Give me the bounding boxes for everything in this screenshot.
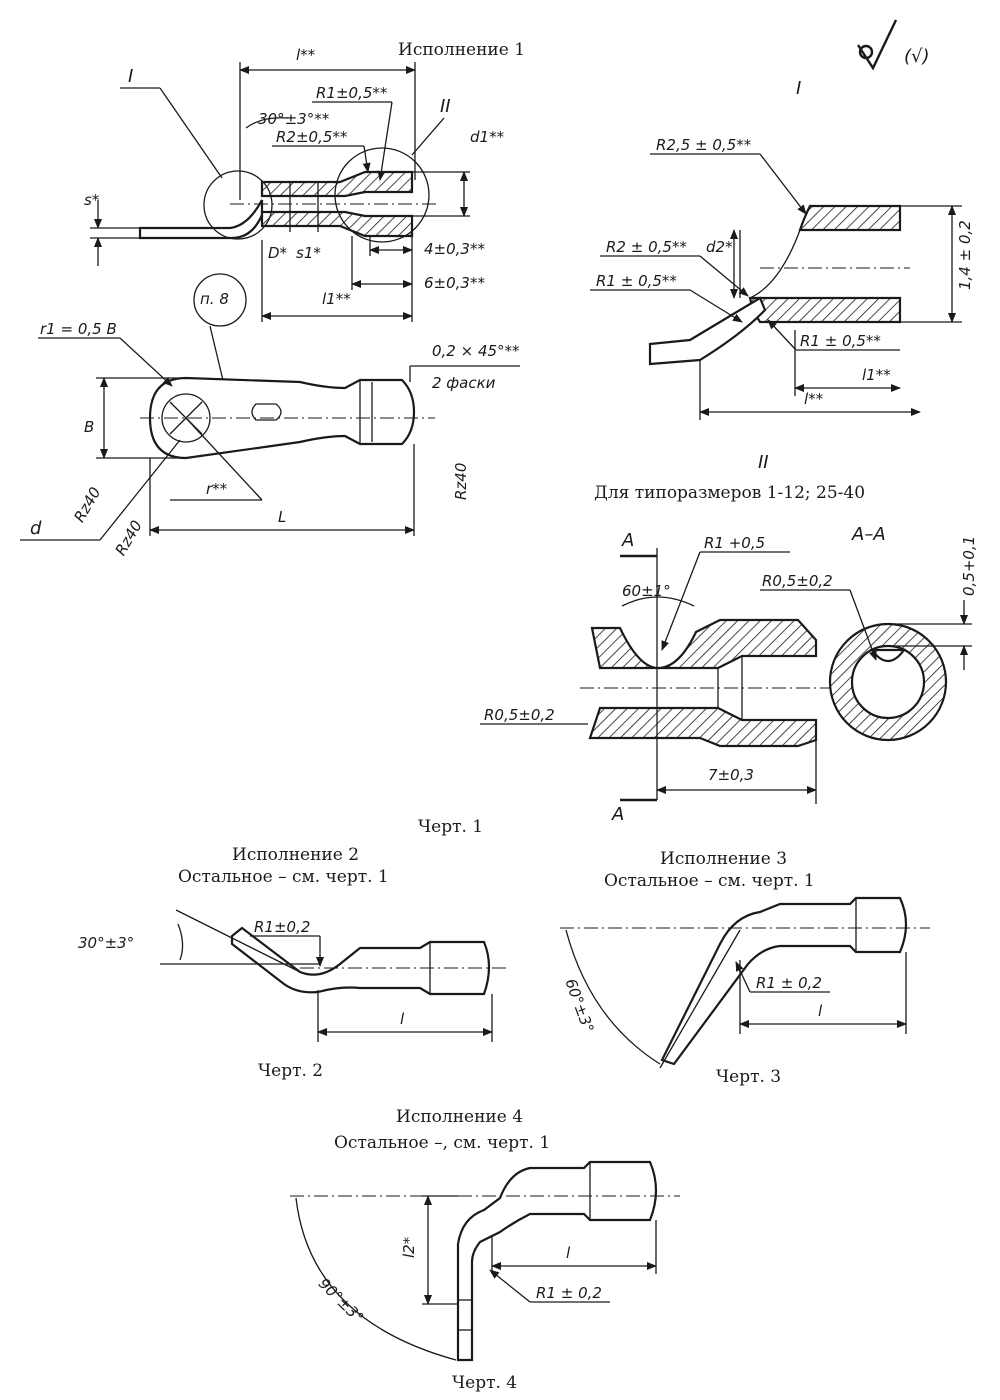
detail2-title: II	[758, 452, 769, 473]
isp2-r: R1±0,2	[254, 918, 310, 936]
d1-r1a: R1 ± 0,5**	[596, 272, 677, 290]
dim-l: l**	[296, 46, 316, 64]
dim-6: 6±0,3**	[424, 274, 485, 292]
isp2-subtitle: Остальное – см. черт. 1	[178, 867, 389, 887]
d1-l: l**	[804, 390, 824, 408]
dim-L: L	[278, 508, 286, 526]
cut-a-bottom: А	[611, 804, 624, 825]
isp3-l: l	[818, 1002, 823, 1020]
isp4-caption: Черт. 4	[452, 1373, 517, 1393]
roughness-symbol: (√)	[856, 19, 930, 71]
isp1-title: Исполнение 1	[398, 40, 525, 60]
view-isp1-section: Исполнение 1 l** I II 30°±3°** R1±0,5** …	[84, 40, 525, 322]
ref-I: I	[128, 66, 133, 87]
dim-D: D*	[268, 244, 288, 262]
dim-chamfer-note: 2 фаски	[432, 374, 496, 392]
d2-angle: 60±1°	[622, 582, 671, 600]
isp4-l: l	[566, 1244, 571, 1262]
detail1-title: I	[796, 78, 801, 99]
isp3-angle: 60°±3°	[561, 976, 597, 1035]
rz-2: Rz40	[112, 517, 146, 558]
isp2-title: Исполнение 2	[232, 845, 359, 865]
isp2-angle: 30°±3°	[78, 934, 134, 952]
dim-chamfer: 0,2 × 45°**	[432, 342, 520, 360]
d1-h: 1,4 ± 0,2	[956, 220, 974, 290]
isp3-r: R1 ± 0,2	[756, 974, 822, 992]
isp2-l: l	[400, 1010, 405, 1028]
view-isp2: Исполнение 2 Остальное – см. черт. 1 30°…	[78, 845, 510, 1081]
d2-r05a: R0,5±0,2	[484, 706, 555, 724]
view-detail-II: II Для типоразмеров 1-12; 25-40 А–А А А …	[480, 452, 978, 825]
dim-4: 4±0,3**	[424, 240, 485, 258]
detail-I-circle	[203, 170, 273, 240]
dim-angle30: 30°±3°**	[258, 110, 330, 128]
d2-len: 7±0,3	[708, 766, 754, 784]
d2-r05b: R0,5±0,2	[762, 572, 833, 590]
isp4-l2: l2*	[400, 1236, 418, 1258]
dim-r: r**	[206, 480, 228, 498]
section-title: А–А	[851, 524, 886, 545]
roughness-paren: (√)	[904, 46, 930, 67]
d2-depth: 0,5+0,1	[960, 536, 978, 596]
isp3-caption: Черт. 3	[716, 1067, 781, 1087]
isp2-caption: Черт. 2	[258, 1061, 323, 1081]
isp1-caption: Черт. 1	[418, 817, 483, 837]
d1-r25: R2,5 ± 0,5**	[656, 136, 752, 154]
d1-d2: d2*	[706, 238, 733, 256]
d2-r1: R1 +0,5	[704, 534, 765, 552]
rz-3: Rz40	[452, 463, 470, 500]
isp4-r: R1 ± 0,2	[536, 1284, 602, 1302]
ref-II: II	[440, 96, 451, 117]
dim-r1-top: R1±0,5**	[316, 84, 388, 102]
view-isp4: Исполнение 4 Остальное –, см. черт. 1 90…	[290, 1107, 680, 1393]
isp4-angle: 90°±3°	[315, 1274, 367, 1326]
dim-B: B	[84, 418, 94, 436]
cut-a-top: А	[621, 530, 634, 551]
dim-s: s*	[84, 191, 100, 209]
d1-l1: l1**	[862, 366, 891, 384]
dim-s1: s1*	[296, 244, 321, 262]
dim-r1-plan: r1 = 0,5 B	[40, 320, 117, 338]
view-isp1-plan: п. 8 r1 = 0,5 B B r** L d Rz40 Rz40 Rz40…	[20, 273, 520, 559]
detail2-subtitle: Для типоразмеров 1-12; 25-40	[594, 483, 865, 503]
view-isp3: Исполнение 3 Остальное – см. черт. 1 60°…	[560, 849, 930, 1087]
dim-d: d	[30, 518, 42, 539]
d1-r2: R2 ± 0,5**	[606, 238, 687, 256]
dim-r2: R2±0,5**	[276, 128, 348, 146]
dim-d1: d1**	[470, 128, 505, 146]
isp4-subtitle: Остальное –, см. черт. 1	[334, 1133, 550, 1153]
view-detail-I: I R2,5 ± 0,5** R2 ± 0,5** R1 ± 0,5** d2*…	[590, 78, 974, 420]
rz-1: Rz40	[70, 484, 104, 525]
detail-II-circle	[334, 147, 430, 243]
isp4-title: Исполнение 4	[396, 1107, 523, 1127]
isp3-title: Исполнение 3	[660, 849, 787, 869]
dim-l1: l1**	[322, 290, 351, 308]
isp3-subtitle: Остальное – см. черт. 1	[604, 871, 815, 891]
note-p8: п. 8	[200, 290, 229, 308]
d1-r1b: R1 ± 0,5**	[800, 332, 881, 350]
